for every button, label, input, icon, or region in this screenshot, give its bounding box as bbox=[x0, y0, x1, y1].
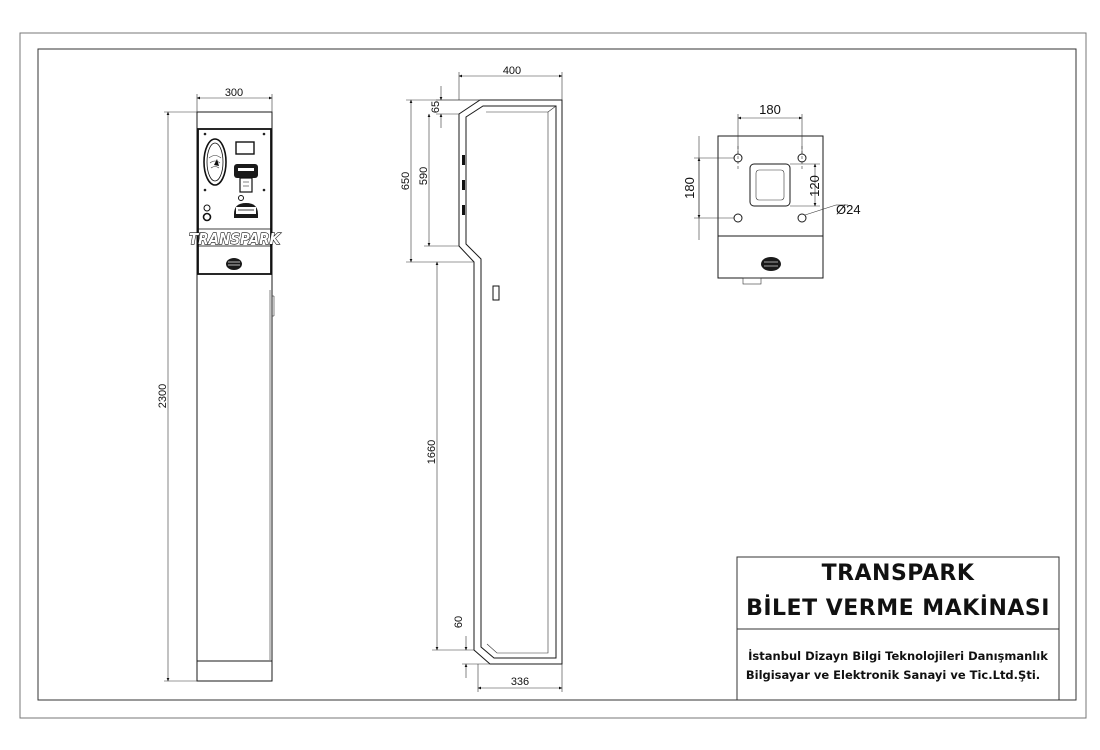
speaker-grille-icon bbox=[226, 258, 242, 270]
front-top-cap bbox=[196, 111, 273, 130]
side-upper-inner-dimension: 590 bbox=[418, 167, 430, 185]
top-view-cable-opening bbox=[749, 163, 791, 207]
side-upper-outer-dimension: 650 bbox=[400, 172, 412, 190]
top-opening-dimension: 120 bbox=[807, 175, 822, 197]
side-base-width-dimension: 336 bbox=[511, 676, 529, 688]
front-control-panel bbox=[197, 128, 272, 275]
outer-frame bbox=[19, 32, 1087, 719]
top-view: 180 180 120 Ø24 bbox=[682, 102, 861, 285]
rfid-reader-icon bbox=[203, 138, 227, 186]
top-hole-spacing-h-dimension: 180 bbox=[759, 102, 781, 117]
side-lower-dimension: 1660 bbox=[426, 440, 438, 464]
ticket-button-icon bbox=[234, 203, 258, 218]
side-base-offset-dimension: 60 bbox=[453, 616, 465, 628]
front-view: TRANSPARK 300 2300 bbox=[157, 87, 282, 682]
title-block-title: TRANSPARK bbox=[822, 561, 975, 586]
front-width-dimension: 300 bbox=[225, 87, 243, 99]
mount-hole bbox=[797, 213, 807, 223]
side-outer-profile bbox=[458, 99, 563, 665]
side-top-width-dimension: 400 bbox=[503, 65, 521, 77]
display-screen-icon bbox=[235, 141, 255, 155]
top-hole-diameter-dimension: Ø24 bbox=[836, 202, 861, 217]
title-block-company-line1: İstanbul Dizayn Bilgi Teknolojileri Danı… bbox=[748, 648, 1048, 663]
inner-frame bbox=[37, 48, 1077, 701]
front-brand-label: TRANSPARK bbox=[189, 232, 281, 249]
front-body-outline bbox=[196, 111, 273, 682]
side-top-offset-dimension: 65 bbox=[430, 101, 442, 113]
top-hole-spacing-v-dimension: 180 bbox=[682, 177, 697, 199]
ticket-dispenser-icon bbox=[234, 164, 258, 193]
top-view-grille-icon bbox=[761, 257, 781, 271]
front-base-plinth bbox=[196, 660, 273, 682]
mount-hole bbox=[733, 213, 743, 223]
title-block: TRANSPARK BİLET VERME MAKİNASI İstanbul … bbox=[736, 556, 1060, 701]
front-height-dimension: 2300 bbox=[157, 384, 169, 408]
side-view: 400 65 650 590 1660 60 336 bbox=[400, 65, 563, 692]
title-block-company-line2: Bilgisayar ve Elektronik Sanayi ve Tic.L… bbox=[746, 668, 1040, 682]
top-view-outline bbox=[717, 135, 824, 279]
title-block-subtitle: BİLET VERME MAKİNASI bbox=[746, 595, 1050, 621]
